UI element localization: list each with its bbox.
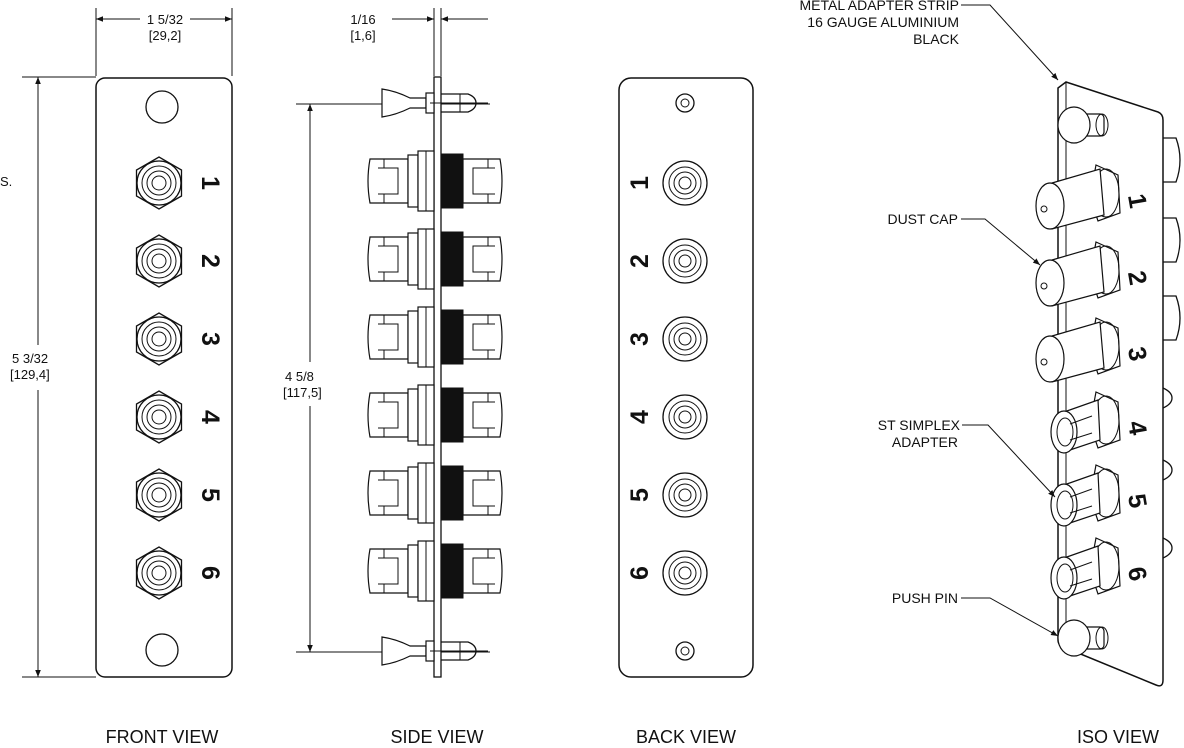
iso-port-2: 2 [1035,241,1152,307]
back-port-3: 3 [626,316,708,362]
front-plate [95,77,233,678]
view-label-back: BACK VIEW [636,727,736,747]
side-thickness-dim: 1/16 [350,12,375,27]
back-port-label: 3 [626,332,654,346]
view-label-iso: ISO VIEW [1077,727,1159,747]
front-view: S. 1 5/32 [29,2] 5 3/32 [129,4] 1 2 3 4 5 6 [0,8,233,678]
iso-port-label: 3 [1122,345,1152,364]
back-port-label: 2 [626,254,654,268]
side-spacing-dim-mm: [117,5] [283,385,322,400]
callout-strip-line2: 16 GAUGE ALUMINIUM [807,14,959,30]
side-view: 1/16 [1,6] 4 5/8 [117,5] [283,8,503,678]
front-port-6: 6 [135,546,224,600]
side-adapter-4 [367,384,503,446]
back-view: 1 2 3 4 5 6 [618,77,754,678]
side-spacing-dim: 4 5/8 [285,369,314,384]
front-mounting-hole-top [145,90,179,124]
iso-port-6: 6 [1050,537,1152,600]
iso-port-3: 3 [1035,317,1152,383]
callout-dust-cap-leader [961,218,1041,266]
iso-rear-barrel [1163,295,1181,341]
callout-strip-line3: BLACK [913,31,960,47]
front-port-1: 1 [135,156,224,210]
front-width-dim: 1 5/32 [147,12,183,27]
front-port-label: 3 [196,332,224,346]
callout-adapter-line1: ST SIMPLEX [878,417,961,433]
front-port-label: 6 [196,566,224,580]
front-port-label: 2 [196,254,224,268]
back-pin-bottom [675,641,695,661]
side-adapter-1 [367,150,503,212]
side-push-pin-top [381,88,488,118]
back-port-4: 4 [626,394,708,440]
callout-adapter-line2: ADAPTER [892,434,958,450]
iso-port-4: 4 [1050,391,1152,454]
callout-push-pin: PUSH PIN [892,590,958,606]
back-port-6: 6 [626,550,708,596]
side-push-pin-bottom [381,636,488,666]
iso-rear-clip [1162,387,1173,409]
clipped-label: S. [0,174,12,189]
front-port-5: 5 [135,468,224,522]
side-plate [433,76,442,678]
callout-dust-cap: DUST CAP [887,211,958,227]
back-pin-top [675,93,695,113]
front-height-dim-mm: [129,4] [10,367,50,382]
iso-push-pin-top [1057,106,1109,144]
iso-rear-clip [1162,537,1173,559]
front-port-label: 4 [196,410,224,424]
back-plate [618,77,754,678]
side-adapter-3 [367,306,503,368]
iso-view: 1 2 3 4 5 6 METAL ADAPTER STRIP 16 GAUGE ALUM… [800,0,1181,687]
iso-port-5: 5 [1050,464,1152,527]
back-port-label: 4 [626,410,654,424]
iso-port-label: 5 [1122,492,1152,511]
back-port-label: 6 [626,566,654,580]
side-adapter-2 [367,228,503,290]
back-port-1: 1 [626,160,708,206]
front-width-dim-mm: [29,2] [149,28,182,43]
front-port-3: 3 [135,312,224,366]
iso-rear-barrel [1163,137,1181,183]
iso-port-label: 4 [1122,419,1152,438]
front-height-dim: 5 3/32 [12,351,48,366]
iso-rear-clip [1162,459,1173,481]
back-port-2: 2 [626,238,708,284]
callout-strip-leader [961,4,1059,81]
callout-adapter-leader [962,424,1056,498]
front-port-2: 2 [135,234,224,288]
iso-push-pin-bottom [1057,619,1109,657]
side-adapter-6 [367,540,503,602]
back-port-label: 5 [626,488,654,502]
side-adapter-5 [367,462,503,524]
side-thickness-dim-mm: [1,6] [350,28,375,43]
callout-strip-line1: METAL ADAPTER STRIP [800,0,959,13]
view-label-side: SIDE VIEW [390,727,483,747]
iso-port-1: 1 [1035,164,1152,230]
back-port-label: 1 [626,176,654,190]
callout-push-pin-leader [961,597,1059,637]
back-port-5: 5 [626,472,708,518]
iso-rear-barrel [1163,217,1181,263]
iso-port-label: 1 [1122,192,1152,211]
front-port-label: 5 [196,488,224,502]
front-port-label: 1 [196,176,224,190]
front-mounting-hole-bottom [145,633,179,667]
iso-port-label: 2 [1122,269,1152,288]
front-port-4: 4 [135,390,224,444]
view-label-front: FRONT VIEW [106,727,219,747]
iso-port-label: 6 [1122,565,1152,584]
